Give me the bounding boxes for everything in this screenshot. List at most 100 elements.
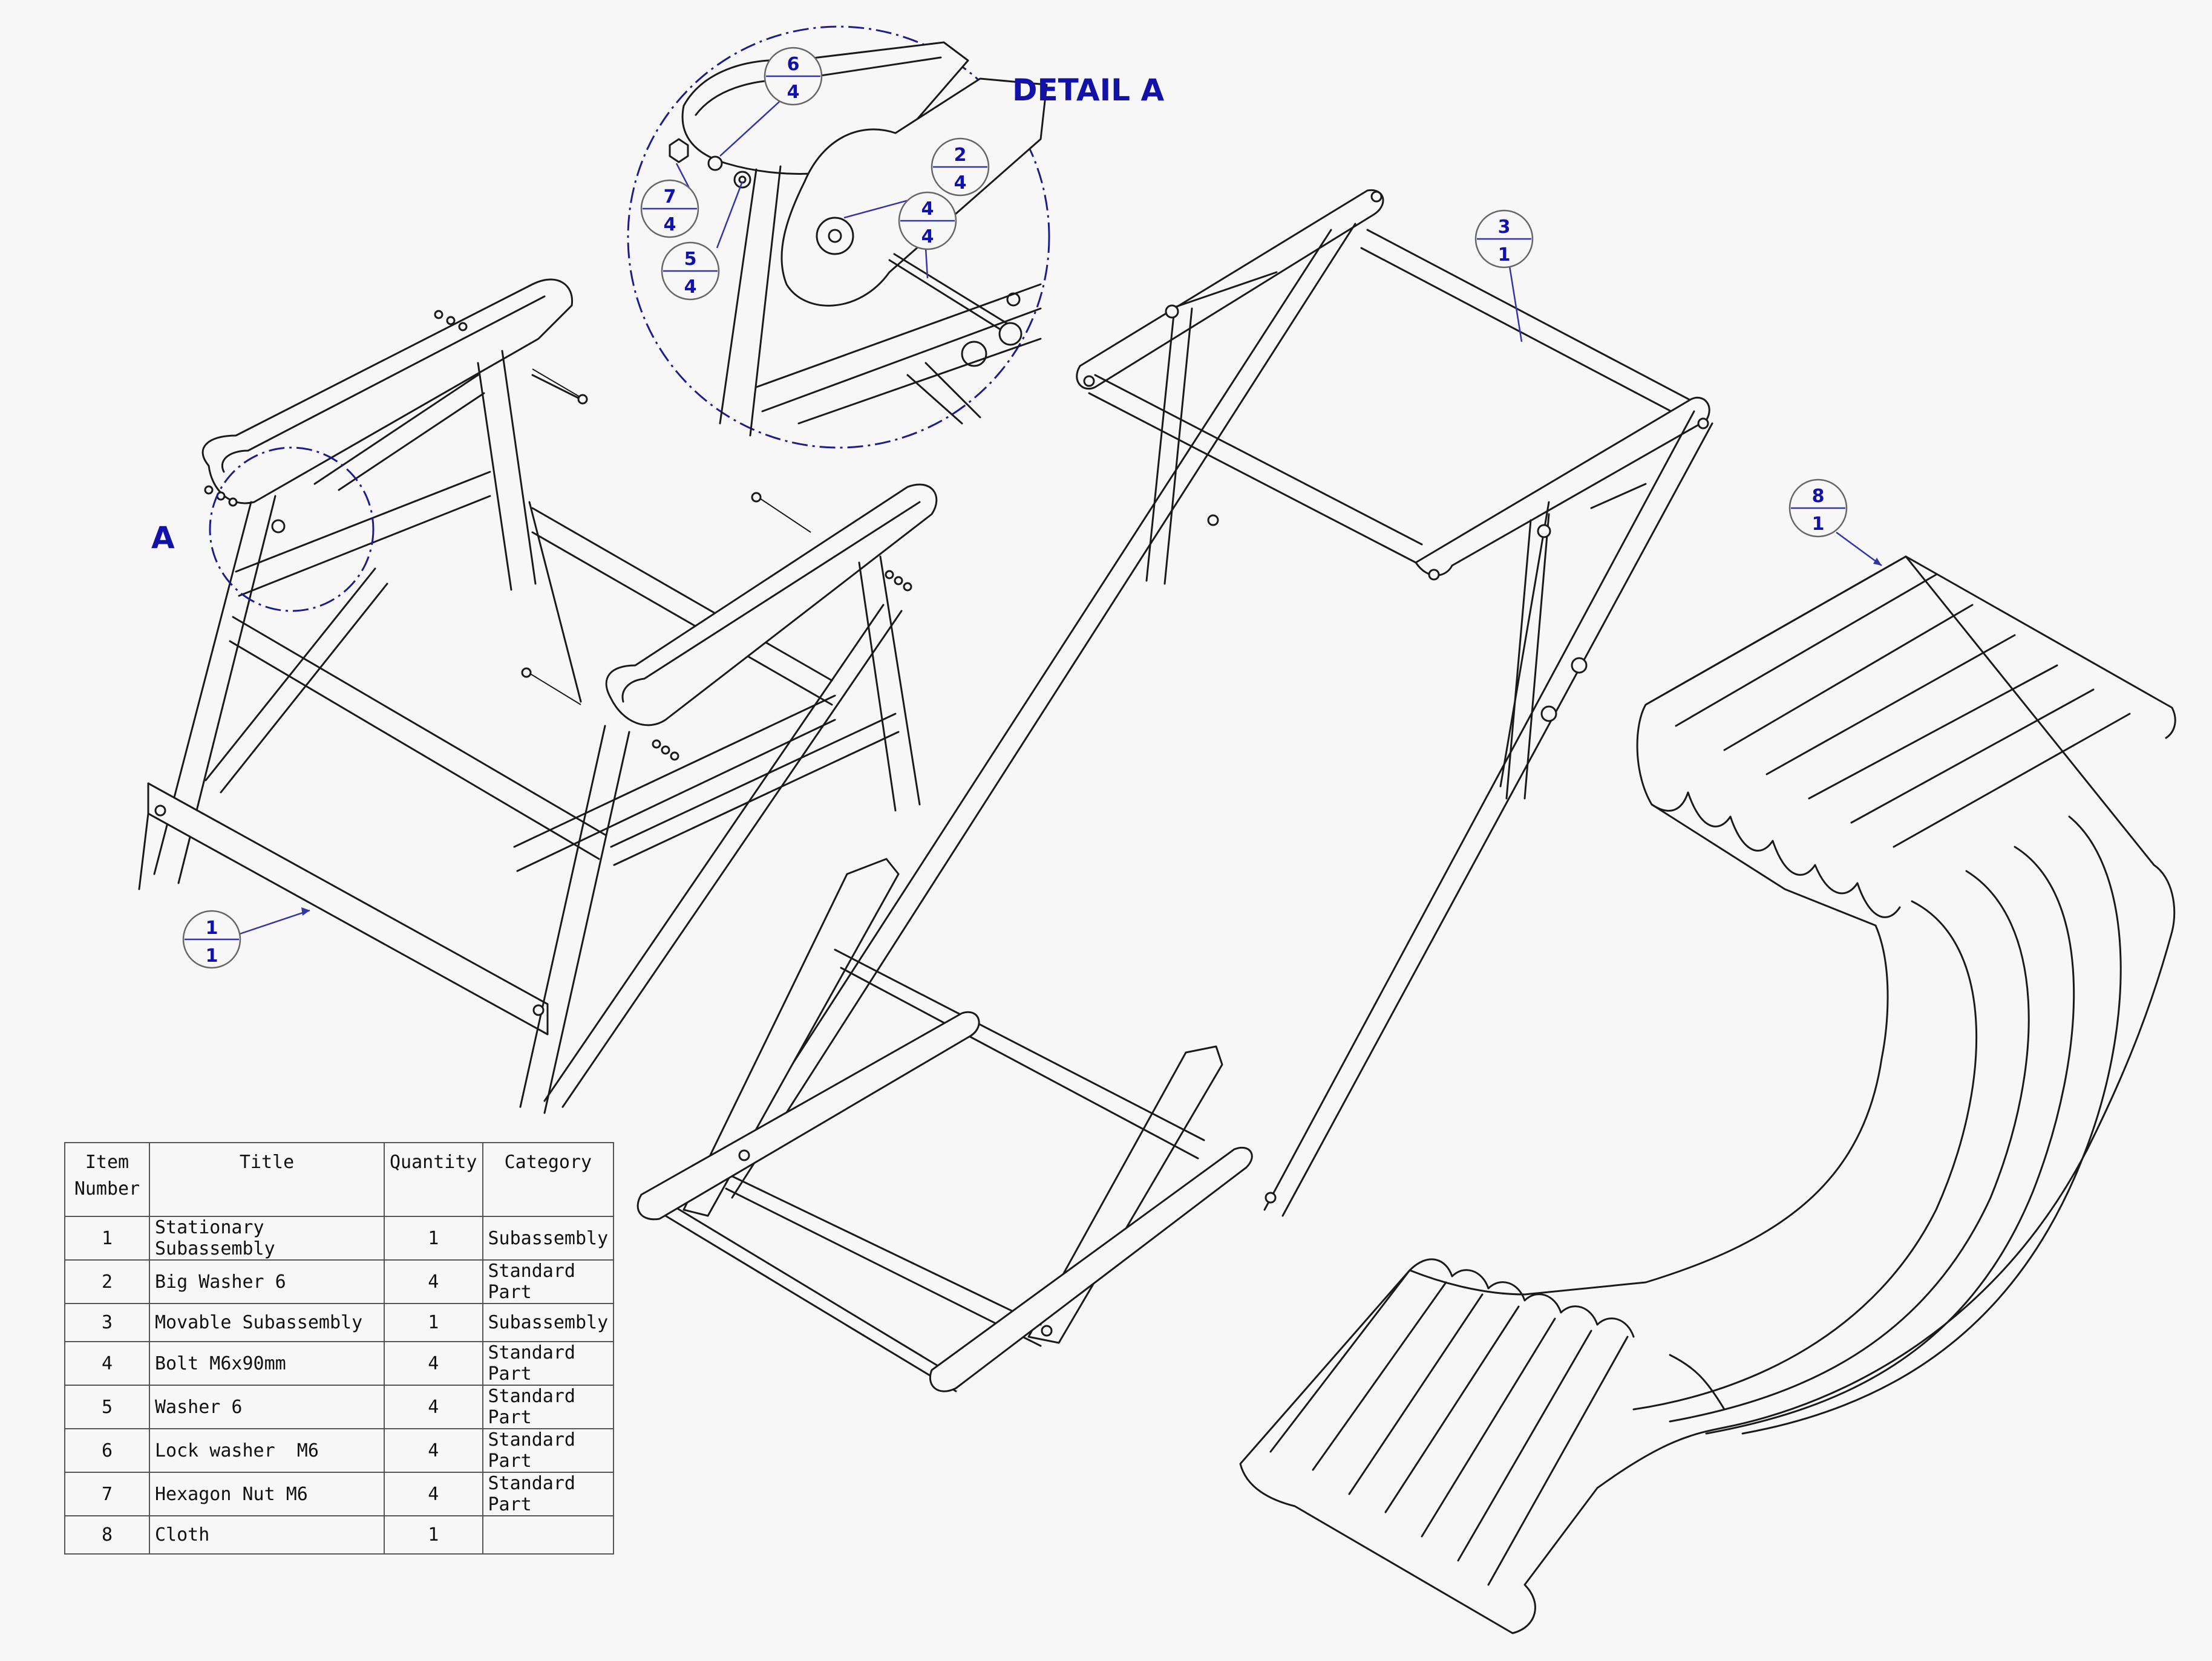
bom-title: Stationary Subassembly: [149, 1216, 385, 1261]
detail-a-marker-circle: [209, 446, 375, 612]
detail-bolt-end: [998, 322, 1023, 346]
bom-category: Standard Part: [482, 1428, 615, 1473]
bom-item: 4: [64, 1341, 150, 1386]
detail-hex-nut: [669, 138, 689, 163]
balloon-7-item: 7: [664, 186, 676, 207]
bottom-rod-2: [719, 1169, 1042, 1347]
detail-a-view: [627, 25, 1050, 449]
balloon-item-6: 6 4: [764, 47, 823, 106]
table-row: 5 Washer 6 4 Standard Part: [64, 1385, 615, 1429]
bom-item: 6: [64, 1428, 150, 1473]
bom-category: Subassembly: [482, 1303, 615, 1342]
balloon-2-qty: 4: [954, 172, 967, 194]
detail-a-boundary: [627, 25, 1050, 449]
bottom-rod-3: [658, 1196, 957, 1392]
balloon-7-qty: 4: [664, 214, 676, 235]
long-rail-left: [713, 223, 1356, 1199]
detail-washer: [733, 171, 751, 189]
bom-qty: 4: [384, 1428, 483, 1473]
bom-title: Bolt M6x90mm: [149, 1341, 385, 1386]
bom-title: Movable Subassembly: [149, 1303, 385, 1342]
cloth-outline: [1239, 555, 2176, 1634]
armrest-left: [201, 278, 574, 504]
long-rail-right: [1263, 410, 1713, 1217]
detail-a-marker-label: A: [151, 520, 175, 555]
bom-qty: 4: [384, 1341, 483, 1386]
bom-qty: 1: [384, 1303, 483, 1342]
leg-right-back: [858, 555, 921, 812]
bom-title: Big Washer 6: [149, 1259, 385, 1304]
table-row: 6 Lock washer M6 4 Standard Part: [64, 1428, 615, 1473]
bom-item: 2: [64, 1259, 150, 1304]
top-frame-left-rail: [1076, 189, 1384, 390]
balloon-2-item: 2: [954, 145, 967, 166]
bom-title: Cloth: [149, 1515, 385, 1555]
stationary-subassembly: [138, 278, 938, 1114]
balloon-item-5: 5 4: [661, 241, 720, 301]
bom-qty: 4: [384, 1472, 483, 1516]
balloon-item-3: 3 1: [1474, 209, 1534, 342]
balloon-1-item: 1: [206, 918, 218, 939]
bom-category: Subassembly: [482, 1216, 615, 1261]
bom-item: 8: [64, 1515, 150, 1555]
table-row: 8 Cloth 1: [64, 1515, 615, 1555]
leg-right-front: [519, 725, 630, 1114]
bottom-leg-left: [682, 858, 900, 1217]
bom-item: 3: [64, 1303, 150, 1342]
top-frame-right-rail: [1415, 397, 1710, 576]
balloon-item-2: 2 4: [931, 137, 990, 197]
table-row: 1 Stationary Subassembly 1 Subassembly: [64, 1216, 615, 1261]
bom-qty: 1: [384, 1216, 483, 1261]
detail-lock-washer: [707, 155, 723, 171]
front-crossbar: [147, 782, 549, 1036]
bom-category: Standard Part: [482, 1259, 615, 1304]
bom-header-title: Title: [149, 1142, 385, 1217]
bom-title: Hexagon Nut M6: [149, 1472, 385, 1516]
balloon-3-qty: 1: [1498, 244, 1511, 266]
bom-category: Standard Part: [482, 1385, 615, 1429]
balloon-item-1: 1 1: [182, 907, 310, 969]
bom-qty: 4: [384, 1385, 483, 1429]
balloon-1-qty: 1: [206, 945, 218, 967]
leg-left-back: [477, 350, 537, 591]
balloon-item-4: 4 4: [898, 191, 957, 250]
bom-header-quantity: Quantity: [384, 1142, 483, 1217]
bom-header-category: Category: [482, 1142, 615, 1217]
balloon-8-item: 8: [1812, 486, 1825, 507]
table-row: 7 Hexagon Nut M6 4 Standard Part: [64, 1472, 615, 1516]
balloon-4-item: 4: [921, 198, 934, 220]
middle-bar-upper: [229, 616, 606, 860]
bom-title: Washer 6: [149, 1385, 385, 1429]
bottom-rod-1: [834, 948, 1205, 1160]
balloon-6-qty: 4: [787, 82, 800, 103]
balloon-item-8: 8 1: [1788, 478, 1882, 567]
bom-title: Lock washer M6: [149, 1428, 385, 1473]
bom-item: 7: [64, 1472, 150, 1516]
bom-item: 1: [64, 1216, 150, 1261]
bom-qty: 4: [384, 1259, 483, 1304]
bom-qty: 1: [384, 1515, 483, 1555]
top-rod-back: [1360, 229, 1701, 425]
cloth: [1239, 555, 2176, 1634]
balloon-4-qty: 4: [921, 226, 934, 247]
bom-category: Standard Part: [482, 1341, 615, 1386]
balloon-6-item: 6: [787, 54, 800, 75]
balloon-5-item: 5: [684, 249, 697, 270]
movable-subassembly: [636, 189, 1713, 1392]
top-rod-front: [1088, 374, 1423, 564]
bom-item: 5: [64, 1385, 150, 1429]
table-row: 2 Big Washer 6 4 Standard Part: [64, 1259, 615, 1304]
table-row: 3 Movable Subassembly 1 Subassembly: [64, 1303, 615, 1342]
armrest-right: [605, 483, 938, 726]
balloon-5-qty: 4: [684, 276, 697, 298]
balloon-8-qty: 1: [1812, 514, 1825, 535]
balloon-item-7: 7 4: [640, 179, 699, 238]
table-row: 4 Bolt M6x90mm 4 Standard Part: [64, 1341, 615, 1386]
balloon-3-item: 3: [1498, 217, 1511, 238]
bom-category: [482, 1515, 615, 1555]
detail-a-title: DETAIL A: [1012, 73, 1164, 108]
